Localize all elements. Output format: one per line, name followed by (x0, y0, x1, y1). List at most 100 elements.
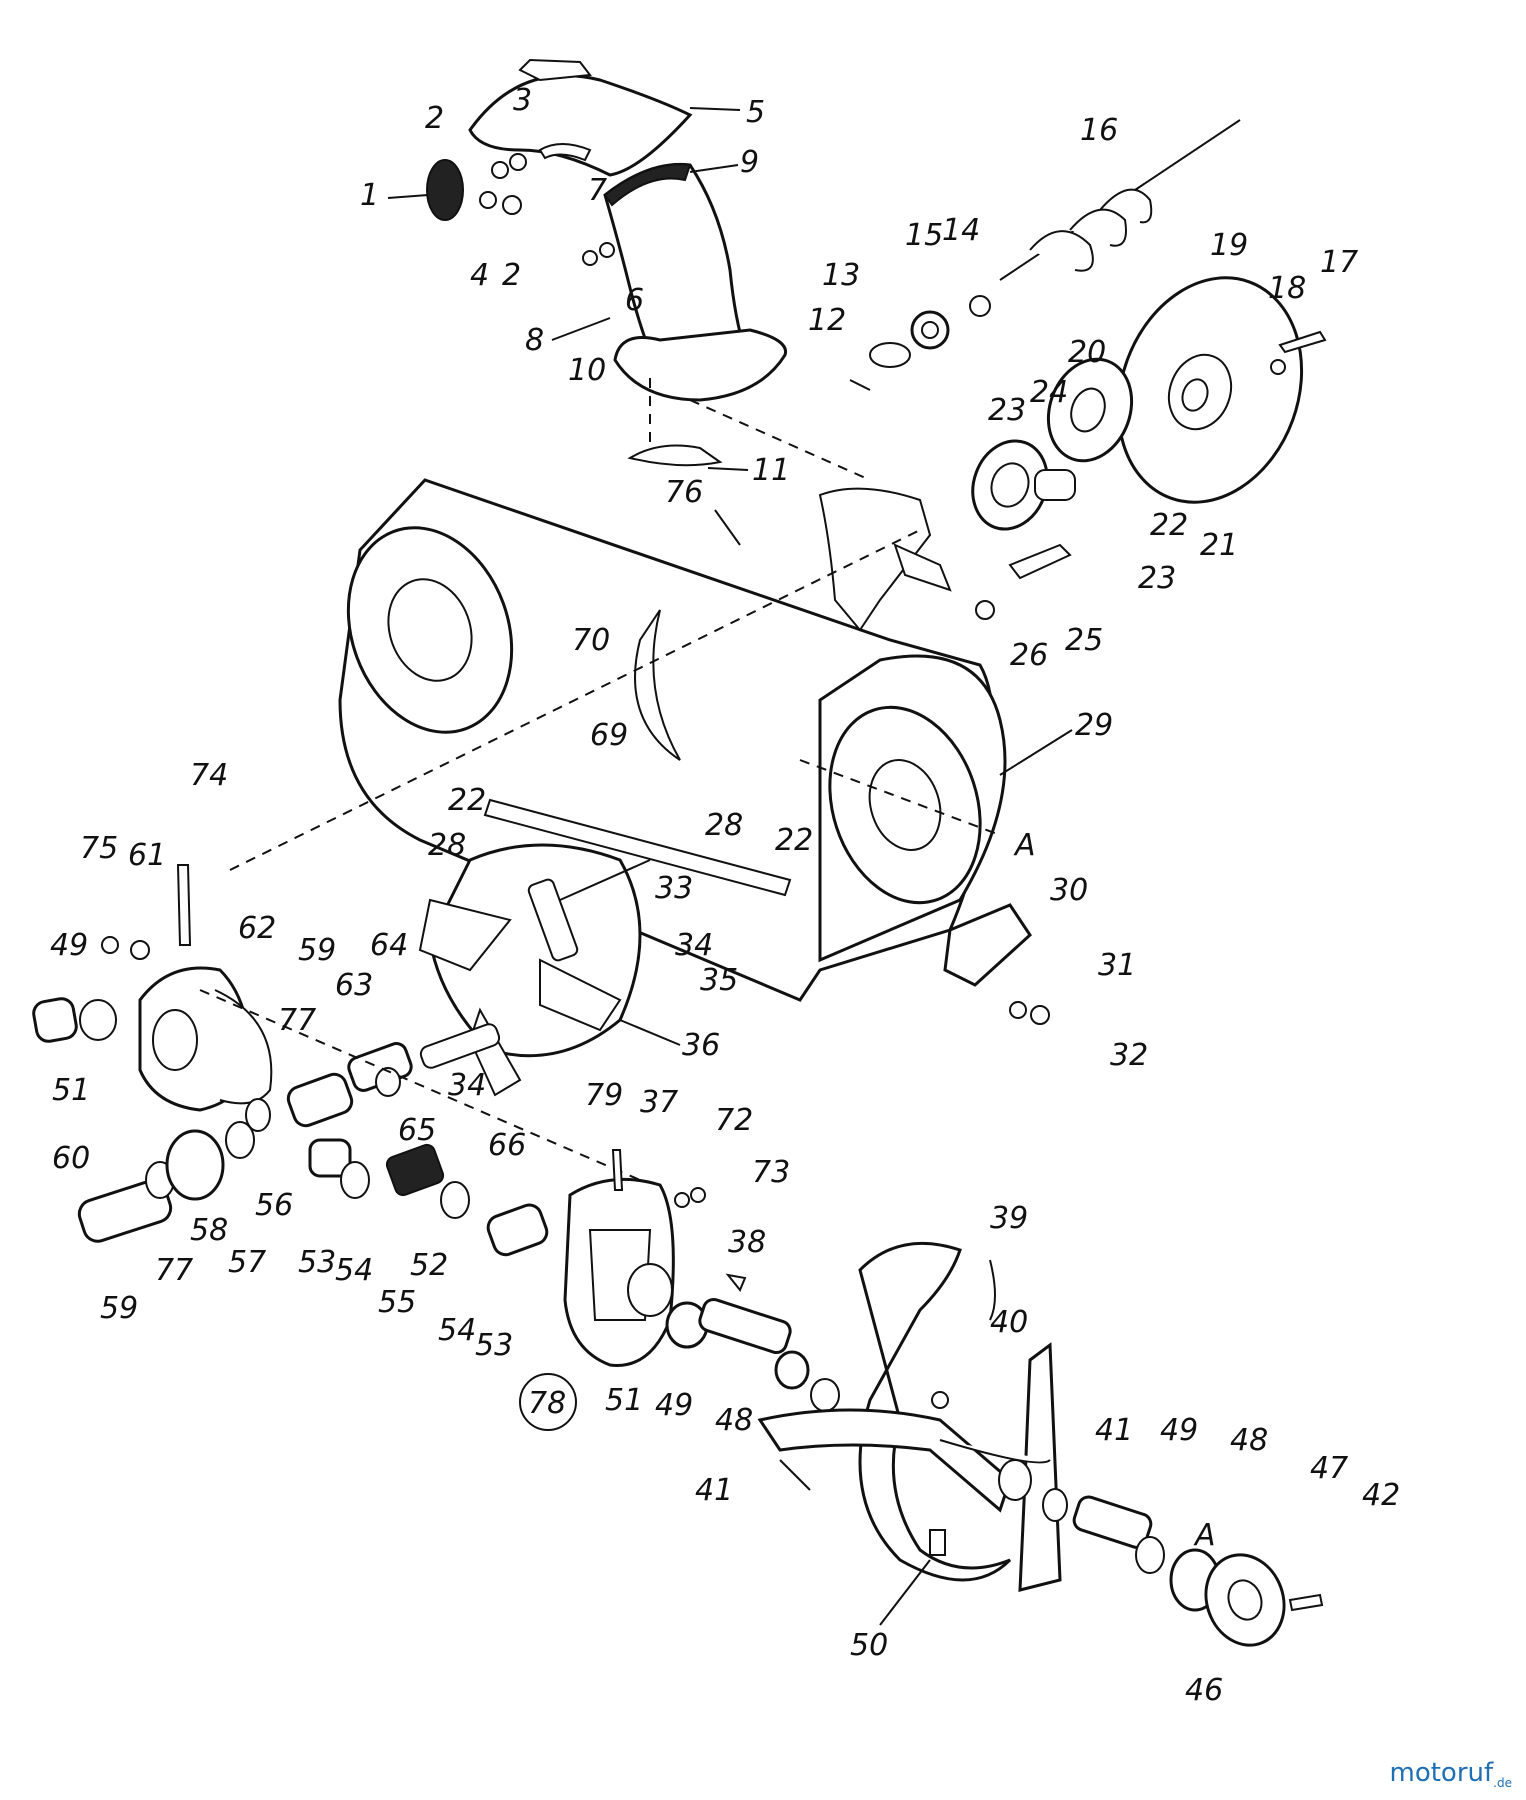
label-76: 76 (665, 475, 703, 510)
label-7: 7 (588, 173, 607, 208)
label-66: 66 (488, 1128, 526, 1163)
label-29: 29 (1075, 708, 1113, 743)
label-62: 62 (238, 911, 276, 946)
auger-shaft-parts (665, 1273, 840, 1412)
label-75: 75 (80, 831, 118, 866)
label-49c: 49 (655, 1388, 693, 1423)
label-41: 41 (1095, 1413, 1133, 1448)
label-79: 79 (585, 1078, 623, 1113)
label-50: 50 (850, 1628, 888, 1663)
label-49: 49 (1160, 1413, 1198, 1448)
label-55: 55 (378, 1285, 416, 1320)
gearbox-housing-right (563, 1149, 706, 1367)
label-10: 10 (568, 353, 606, 388)
label-2: 2 (425, 101, 444, 136)
crank-knob (426, 159, 464, 221)
label-52: 52 (410, 1248, 448, 1283)
label-39: 39 (990, 1201, 1028, 1236)
label-23b: 23 (1138, 561, 1176, 596)
label-51b: 51 (605, 1383, 643, 1418)
label-46: 46 (1185, 1673, 1223, 1708)
label-49b: 49 (50, 928, 88, 963)
label-40: 40 (990, 1305, 1028, 1340)
label-72: 72 (715, 1103, 753, 1138)
label-2b: 2 (502, 258, 521, 293)
label-9: 9 (740, 145, 759, 180)
label-13: 13 (822, 258, 860, 293)
label-64: 64 (370, 928, 408, 963)
label-28b: 28 (705, 808, 743, 843)
label-15: 15 (905, 218, 943, 253)
label-24: 24 (1030, 375, 1068, 410)
label-30: 30 (1050, 873, 1088, 908)
label-37: 37 (640, 1085, 678, 1120)
chute-flange-plate (627, 378, 871, 481)
label-38: 38 (728, 1225, 766, 1260)
label-77: 77 (278, 1003, 316, 1038)
label-78: 78 (528, 1386, 566, 1421)
label-78-circle (519, 1373, 577, 1431)
label-1: 1 (360, 178, 379, 213)
watermark-main: motoruf (1389, 1757, 1494, 1788)
label-19: 19 (1210, 228, 1248, 263)
label-5: 5 (746, 95, 765, 130)
gearbox-housing-left (138, 966, 273, 1112)
shaft-and-auger-spiral (849, 119, 1241, 391)
label-69: 69 (590, 718, 628, 753)
label-51: 51 (52, 1073, 90, 1108)
label-21: 21 (1200, 528, 1238, 563)
label-14: 14 (942, 213, 980, 248)
label-74: 74 (190, 758, 228, 793)
skid-shoe (943, 903, 1050, 1025)
label-18: 18 (1268, 271, 1306, 306)
label-group: 1 2 2 3 4 5 6 7 8 9 10 11 12 13 14 15 16… (50, 83, 1400, 1708)
label-73: 73 (752, 1155, 790, 1190)
label-33: 33 (655, 871, 693, 906)
label-6: 6 (625, 283, 644, 318)
label-A-2: A (1193, 1518, 1216, 1553)
watermark-suffix: .de (1493, 1776, 1512, 1790)
label-28: 28 (428, 828, 466, 863)
label-36: 36 (682, 1028, 720, 1063)
label-23: 23 (988, 393, 1026, 428)
label-63: 63 (335, 968, 373, 1003)
watermark: motoruf.de (1390, 1758, 1513, 1790)
impeller (418, 843, 651, 1097)
label-35: 35 (700, 963, 738, 998)
bearing-housing (971, 357, 1134, 531)
label-53: 53 (298, 1245, 336, 1280)
label-26: 26 (1010, 638, 1048, 673)
mounting-bolt (975, 330, 1327, 620)
auger-end-bearing (1042, 1488, 1324, 1647)
pulley (1116, 276, 1304, 504)
label-42: 42 (1362, 1478, 1400, 1513)
gearbox-parts-left (32, 864, 641, 1257)
label-56: 56 (255, 1188, 293, 1223)
label-8: 8 (525, 323, 544, 358)
label-34b: 34 (448, 1068, 486, 1103)
label-16: 16 (1080, 113, 1118, 148)
label-65: 65 (398, 1113, 436, 1148)
label-A: A (1013, 828, 1036, 863)
label-48: 48 (1230, 1423, 1268, 1458)
label-48b: 48 (715, 1403, 753, 1438)
label-11: 11 (752, 453, 790, 488)
alignment-line (229, 529, 921, 871)
label-60: 60 (52, 1141, 90, 1176)
label-22: 22 (1150, 508, 1188, 543)
label-57: 57 (228, 1245, 266, 1280)
label-54: 54 (335, 1253, 373, 1288)
discharge-chute-deflector (468, 58, 693, 177)
label-32: 32 (1110, 1038, 1148, 1073)
label-61: 61 (128, 838, 166, 873)
label-22b: 22 (448, 783, 486, 818)
label-4: 4 (470, 258, 489, 293)
label-41b: 41 (695, 1473, 733, 1508)
label-31: 31 (1098, 948, 1136, 983)
label-77b: 77 (155, 1253, 193, 1288)
label-12: 12 (808, 303, 846, 338)
label-25: 25 (1065, 623, 1103, 658)
label-58: 58 (190, 1213, 228, 1248)
label-53b: 53 (475, 1328, 513, 1363)
